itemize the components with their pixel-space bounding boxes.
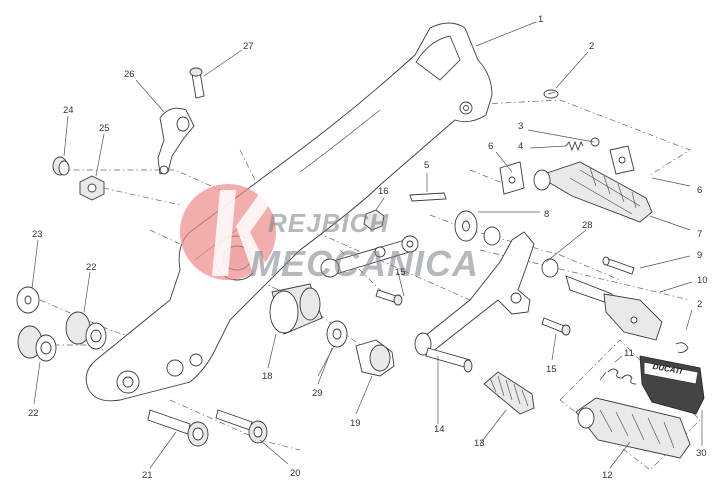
callout-1: 1 [538,14,543,25]
callout-16: 16 [378,186,389,197]
bolt-part-21 [147,409,209,447]
callout-10: 10 [697,275,708,286]
watermark-logo: REJBICH MECCANICA [180,184,479,284]
footpeg-mount-part-10 [565,275,663,341]
pin-part-5 [409,192,447,202]
callout-13: 13 [474,438,485,449]
callout-18: 18 [262,371,273,382]
callout-27: 27 [243,41,254,52]
washer-part-23 [16,286,40,314]
clip-part-2-lower [675,342,689,353]
callout-22-lower: 22 [28,408,39,419]
callout-numbers: 1 2 2 3 4 5 6 6 7 8 9 10 11 12 13 14 15 … [28,14,708,481]
callout-3: 3 [518,121,523,132]
callout-25: 25 [99,123,110,134]
spring-part-4 [565,137,600,152]
callout-26: 26 [124,69,135,80]
bushing-part-18 [269,283,323,335]
callout-19: 19 [350,418,361,429]
o-ring-part-28 [541,258,559,278]
callout-5: 5 [424,160,429,171]
callout-6-right: 6 [697,185,702,196]
bolt-part-27 [189,67,205,99]
callout-29: 29 [312,388,323,399]
callout-15-lower: 15 [546,364,557,375]
bushing-part-22-upper [65,311,107,350]
spring-part-11 [599,368,637,385]
footpeg-part-7 [533,161,653,223]
callout-28: 28 [582,220,593,231]
pin-part-9 [602,256,635,275]
rubber-insert-part-30: DUCATI [639,355,705,415]
footpeg-plate-part-6-right [609,145,635,175]
bushing-part-24 [52,156,70,176]
callout-30: 30 [696,448,707,459]
callout-20: 20 [290,468,301,479]
callout-22-upper: 22 [86,262,97,273]
callout-9: 9 [697,250,702,261]
callout-11: 11 [624,348,634,359]
leader-lines [31,21,703,469]
callout-15-upper: 15 [395,267,406,278]
callout-21: 21 [142,470,153,481]
washer-part-8 [454,210,501,246]
callout-14: 14 [434,424,445,435]
footpeg-plate-part-6-left [499,161,525,195]
callout-4: 4 [518,141,523,152]
pivot-bolt-part-19 [355,339,395,377]
callout-6-left: 6 [488,141,493,152]
bolt-part-15-upper [375,289,403,306]
watermark-line-1: REJBICH [268,208,389,238]
callout-24: 24 [63,105,74,116]
callout-2-lower: 2 [697,299,702,310]
callout-23: 23 [32,229,43,240]
callout-7: 7 [697,229,702,240]
gear-lever-part-14 [414,231,535,373]
footpeg-part-12 [575,397,691,459]
shift-rubber-part-13 [483,371,535,415]
clip-part-2-upper [543,89,559,99]
watermark-line-2: MECCANICA [250,243,479,284]
callout-8: 8 [544,209,549,220]
bushing-part-22-lower [17,325,57,362]
bolt-part-15-lower [541,317,571,336]
callout-2-upper: 2 [589,41,594,52]
washer-part-29 [326,320,348,348]
linkage-part-26 [157,107,195,175]
shift-linkage-rod [320,235,419,278]
callout-12: 12 [602,470,613,481]
nut-part-25 [79,175,105,201]
bolt-part-20 [215,409,268,444]
